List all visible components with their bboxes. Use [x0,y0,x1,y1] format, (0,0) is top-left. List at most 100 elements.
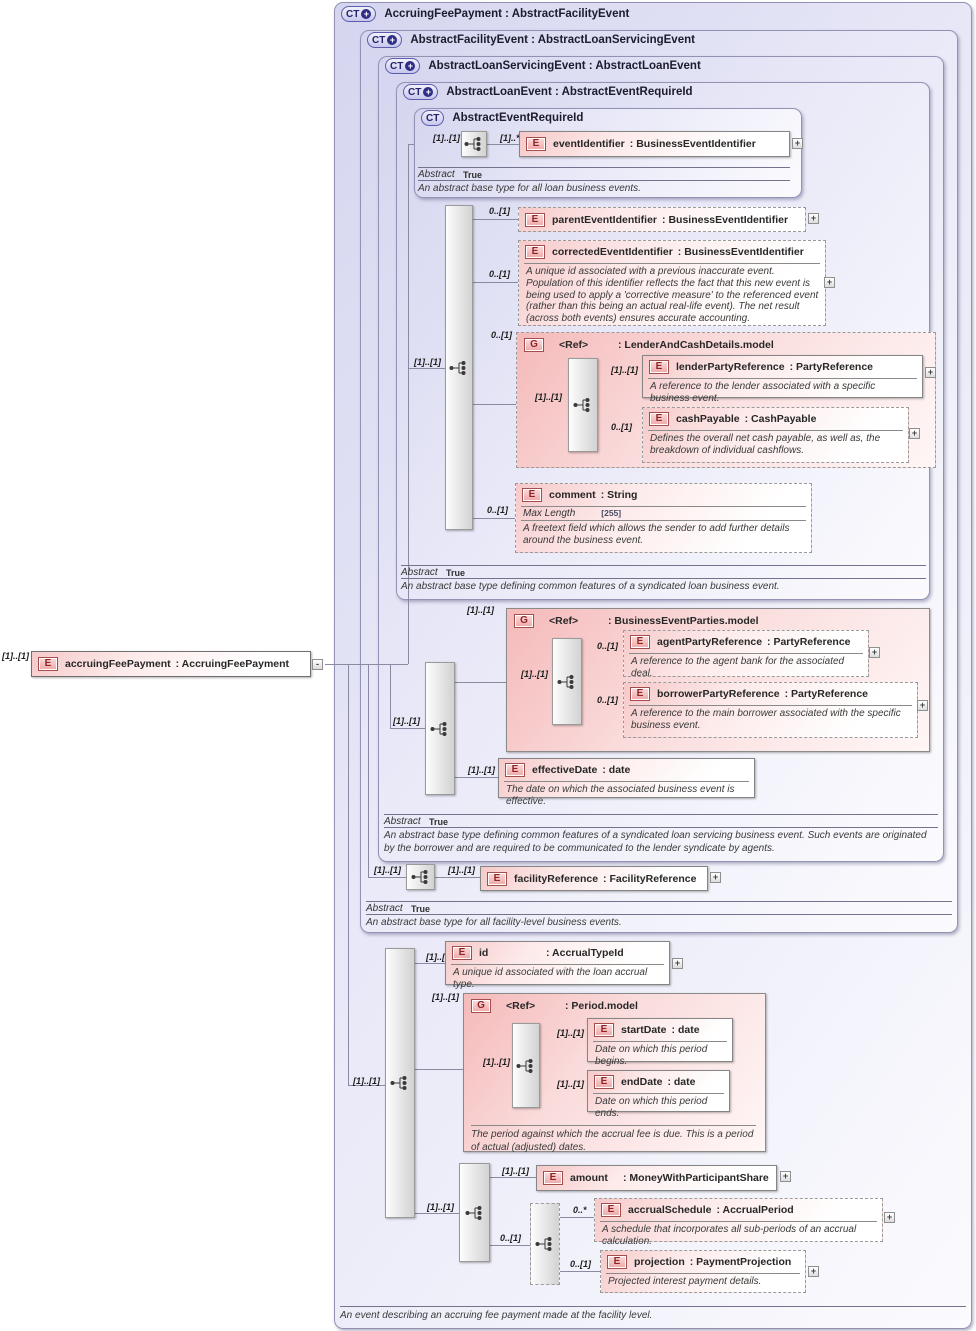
doc-text: The period against which the accrual fee… [471,1129,754,1153]
cardinality-label: [1]..[1] [483,1057,510,1067]
cardinality-label: 0..* [573,1205,587,1215]
element-accrualSchedule[interactable]: E accrualSchedule: AccrualPeriod A sched… [594,1198,883,1247]
element-eventIdentifier[interactable]: E eventIdentifier: BusinessEventIdentifi… [519,131,790,157]
expand-icon[interactable]: + [909,428,920,439]
cardinality-label: [1]..[1] [432,992,459,1002]
divider [504,781,749,782]
expand-icon[interactable]: + [824,277,835,288]
element-startDate[interactable]: E startDate: date Date on which this per… [587,1018,733,1067]
expand-icon[interactable]: + [672,958,683,969]
sequence-compositor[interactable] [461,131,487,157]
sequence-compositor[interactable] [425,662,455,795]
doc-text: Date on which this period begins. [595,1044,708,1067]
sequence-compositor[interactable] [568,358,598,452]
element-accruingFeePayment[interactable]: E accruingFeePayment: AccruingFeePayment [31,651,311,677]
expand-icon[interactable]: + [808,213,819,224]
doc-text: Date on which this period ends. [595,1096,708,1119]
expand-icon[interactable]: + [808,1266,819,1277]
group-icon: G [514,614,534,628]
divider [629,705,912,706]
sequence-compositor[interactable] [445,205,473,530]
sequence-compositor[interactable] [552,638,582,725]
element-projection[interactable]: E projection: PaymentProjection Projecte… [600,1250,806,1293]
type-header-abstract-loan-event[interactable]: CT+ AbstractLoanEvent : AbstractEventReq… [403,84,693,100]
element-icon: E [526,137,546,151]
connector-line [487,144,519,145]
connector-line [455,777,498,778]
element-cashPayable[interactable]: E cashPayable: CashPayable Defines the o… [642,407,909,463]
expand-icon[interactable]: + [792,138,803,149]
abstract-facet-value: True [429,817,449,827]
abstract-facet-label: Abstract [418,169,455,180]
expand-icon[interactable]: + [884,1212,895,1223]
sequence-compositor[interactable] [530,1203,560,1285]
sequence-compositor[interactable] [512,1023,540,1108]
cardinality-label: 0..[1] [487,505,509,515]
extension-plus-icon: + [423,87,434,97]
cardinality-label: [1]..[1] [521,669,548,679]
connector-line [560,1271,600,1272]
connector-line [473,282,518,283]
element-effectiveDate[interactable]: E effectiveDate: date The date on which … [498,758,755,807]
type-header-accruing-fee-payment[interactable]: CT+ AccruingFeePayment : AbstractFacilit… [341,6,629,22]
element-icon: E [607,1255,627,1269]
sequence-compositor[interactable] [385,948,415,1218]
doc-text: Defines the overall net cash payable, as… [650,433,881,456]
connector-line [325,664,408,665]
doc-text: An abstract base type defining common fe… [384,830,927,854]
divider [340,1306,966,1307]
collapse-icon[interactable]: - [312,659,323,670]
connector-line [368,877,406,878]
cardinality-label: [1]..[1] [393,716,420,726]
cardinality-label: 0..[1] [597,695,619,705]
connector-line [408,368,445,369]
type-header-abstract-event-require-id[interactable]: CT AbstractEventRequireId [421,110,583,126]
cardinality-label: [1]..[1] [2,651,29,661]
element-lenderPartyReference[interactable]: E lenderPartyReference: PartyReference A… [642,355,923,404]
complex-type-icon: CT [421,110,445,126]
type-header-abstract-facility-event[interactable]: CT+ AbstractFacilityEvent : AbstractLoan… [367,32,695,48]
connector-line [390,664,391,728]
element-icon: E [601,1203,621,1217]
element-amount[interactable]: E amount: MoneyWithParticipantShare [536,1165,777,1191]
element-icon: E [525,212,545,227]
expand-icon[interactable]: + [780,1171,791,1182]
complex-type-icon: CT+ [367,32,403,48]
doc-text: A freetext field which allows the sender… [523,523,790,546]
type-header-abstract-loan-servicing-event[interactable]: CT+ AbstractLoanServicingEvent : Abstrac… [385,58,701,74]
connector-line [415,1213,459,1214]
divider [366,901,952,902]
cardinality-label: [1]..[1] [427,1202,454,1212]
element-parentEventIdentifier[interactable]: E parentEventIdentifier: BusinessEventId… [518,207,806,232]
sequence-icon [449,360,466,375]
expand-icon[interactable]: + [869,647,880,658]
expand-icon[interactable]: + [917,700,928,711]
expand-icon[interactable]: + [710,872,721,883]
element-endDate[interactable]: E endDate: date Date on which this perio… [587,1070,730,1119]
doc-text: A reference to the agent bank for the as… [631,656,845,679]
expand-icon[interactable]: + [925,367,936,378]
element-correctedEventIdentifier[interactable]: E correctedEventIdentifier: BusinessEven… [518,240,826,326]
element-icon: E [594,1023,614,1037]
element-icon: E [487,871,507,886]
element-id[interactable]: E id: AccrualTypeId A unique id associat… [445,941,670,990]
element-borrowerPartyReference[interactable]: E borrowerPartyReference: PartyReference… [623,682,918,738]
element-facilityReference[interactable]: E facilityReference: FacilityReference [480,866,708,891]
element-icon: E [649,412,669,426]
sequence-compositor[interactable] [459,1163,490,1262]
connector-line [390,728,425,729]
element-agentPartyReference[interactable]: E agentPartyReference: PartyReference A … [623,630,869,679]
divider [606,1273,800,1274]
connector-line [348,1085,385,1086]
sequence-icon [411,870,427,884]
group-icon: G [471,999,491,1013]
element-comment[interactable]: E comment: String Max Length [255] A fre… [515,483,812,553]
sequence-icon [464,137,481,151]
abstract-facet-value: True [446,568,466,578]
cardinality-label: 0..[1] [489,206,511,216]
cardinality-label: [1]..[1] [448,865,475,875]
doc-text: A schedule that incorporates all sub-per… [602,1224,857,1247]
element-icon: E [525,245,545,259]
sequence-compositor[interactable] [406,864,435,890]
